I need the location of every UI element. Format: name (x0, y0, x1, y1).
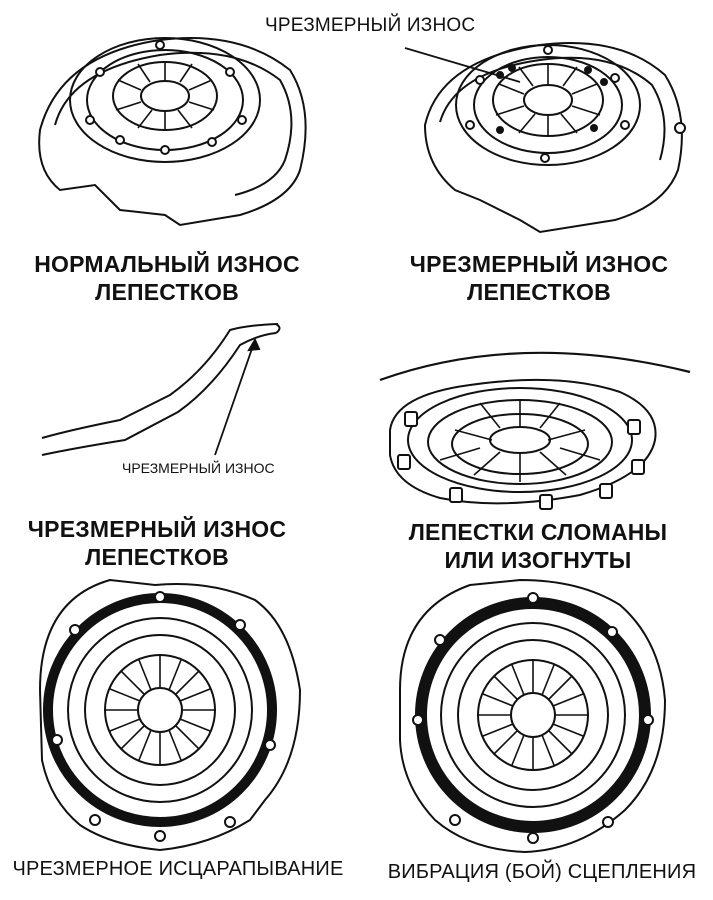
panel2-caption: ЧРЕЗМЕРНЫЙ ИЗНОС ЛЕПЕСТКОВ (398, 250, 680, 306)
panel4-caption: ЛЕПЕСТКИ СЛОМАНЫ ИЛИ ИЗОГНУТЫ (396, 518, 680, 574)
panel4-caption-line2: ИЛИ ИЗОГНУТЫ (444, 547, 632, 574)
panel2-caption-line2: ЛЕПЕСТКОВ (467, 279, 611, 306)
panel1-caption-line2: ЛЕПЕСТКОВ (95, 279, 239, 306)
diaphragm-finger-profile (41, 323, 281, 456)
panel4-caption-line1: ЛЕПЕСТКИ СЛОМАНЫ (408, 519, 668, 545)
pressure-plate-excessive-wear (404, 42, 686, 234)
pressure-plate-normal (38, 37, 307, 227)
pressure-plate-broken-fingers (379, 351, 691, 510)
finger-callout-label: ЧРЕЗМЕРНЫЙ ИЗНОС (122, 460, 275, 476)
pressure-plate-scoring (38, 578, 302, 852)
panel1-caption-line1: НОРМАЛЬНЫЙ ИЗНОС (34, 251, 300, 277)
panel1-caption: НОРМАЛЬНЫЙ ИЗНОС ЛЕПЕСТКОВ (22, 250, 312, 306)
panel2-caption-line1: ЧРЕЗМЕРНЫЙ ИЗНОС (409, 251, 669, 277)
pressure-plate-vibration (399, 578, 667, 854)
panel5-caption: ЧРЕЗМЕРНОЕ ИСЦАРАПЫВАНИЕ (12, 858, 344, 880)
panel3-caption-line2: ЛЕПЕСТКОВ (85, 544, 229, 571)
panel3-caption-line1: ЧРЕЗМЕРНЫЙ ИЗНОС (27, 516, 287, 542)
panel6-caption: ВИБРАЦИЯ (БОЙ) СЦЕПЛЕНИЯ (387, 861, 697, 883)
top-callout-label: ЧРЕЗМЕРНЫЙ ИЗНОС (265, 15, 476, 36)
panel3-caption: ЧРЕЗМЕРНЫЙ ИЗНОС ЛЕПЕСТКОВ (12, 515, 302, 571)
